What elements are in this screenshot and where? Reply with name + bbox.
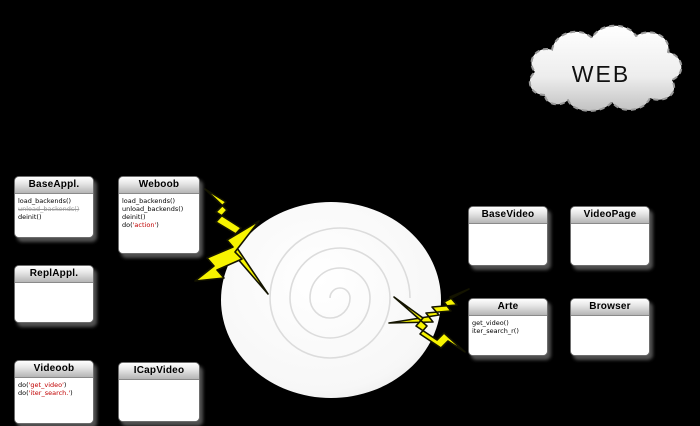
method-line: unload_backends() [122, 205, 184, 213]
class-body-videoob: do('get_video') do('iter_search.') [15, 378, 93, 423]
method-line: deinit() [122, 213, 146, 221]
method-line: deinit() [18, 213, 42, 221]
method-line: do('get_video') [18, 381, 67, 389]
class-title-arte: Arte [469, 299, 547, 316]
class-title-weboob: Weboob [119, 177, 199, 194]
spiral-line [269, 227, 411, 359]
method-line: do('iter_search.') [18, 389, 73, 397]
class-title-basevideo: BaseVideo [469, 207, 547, 224]
method-line: do('action') [122, 221, 159, 229]
class-body-baseappl: load_backends() unload_backends() deinit… [15, 194, 93, 237]
class-box-basevideo: BaseVideo [468, 206, 548, 266]
class-body-replappl [15, 283, 93, 322]
class-title-browser: Browser [571, 299, 649, 316]
class-body-arte: get_video() iter_search_r() [469, 316, 547, 355]
class-body-videopage [571, 224, 649, 265]
class-box-arte: Arte get_video() iter_search_r() [468, 298, 548, 356]
spiral-blob-icon [221, 202, 441, 398]
method-line-strikethrough: unload_backends() [18, 205, 80, 213]
class-box-icapvideo: ICapVideo [118, 362, 200, 422]
web-cloud-icon: WEB [528, 24, 683, 112]
class-title-videopage: VideoPage [571, 207, 649, 224]
class-body-basevideo [469, 224, 547, 265]
method-line: iter_search_r() [472, 327, 519, 335]
class-box-browser: Browser [570, 298, 650, 356]
class-title-icapvideo: ICapVideo [119, 363, 199, 380]
class-title-baseappl: BaseAppl. [15, 177, 93, 194]
method-line: get_video() [472, 319, 509, 327]
class-box-replappl: ReplAppl. [14, 265, 94, 323]
class-title-videoob: Videoob [15, 361, 93, 378]
method-line: load_backends() [18, 197, 72, 205]
class-body-browser [571, 316, 649, 355]
class-box-weboob: Weboob load_backends() unload_backends()… [118, 176, 200, 254]
class-body-weboob: load_backends() unload_backends() deinit… [119, 194, 199, 253]
web-cloud-label: WEB [572, 61, 630, 87]
class-box-baseappl: BaseAppl. load_backends() unload_backend… [14, 176, 94, 238]
class-box-videopage: VideoPage [570, 206, 650, 266]
lightning-bolt-right-icon [388, 288, 470, 353]
class-title-replappl: ReplAppl. [15, 266, 93, 283]
method-line: load_backends() [122, 197, 176, 205]
class-body-icapvideo [119, 380, 199, 421]
class-box-videoob: Videoob do('get_video') do('iter_search.… [14, 360, 94, 424]
lightning-bolt-left-icon [194, 188, 269, 295]
